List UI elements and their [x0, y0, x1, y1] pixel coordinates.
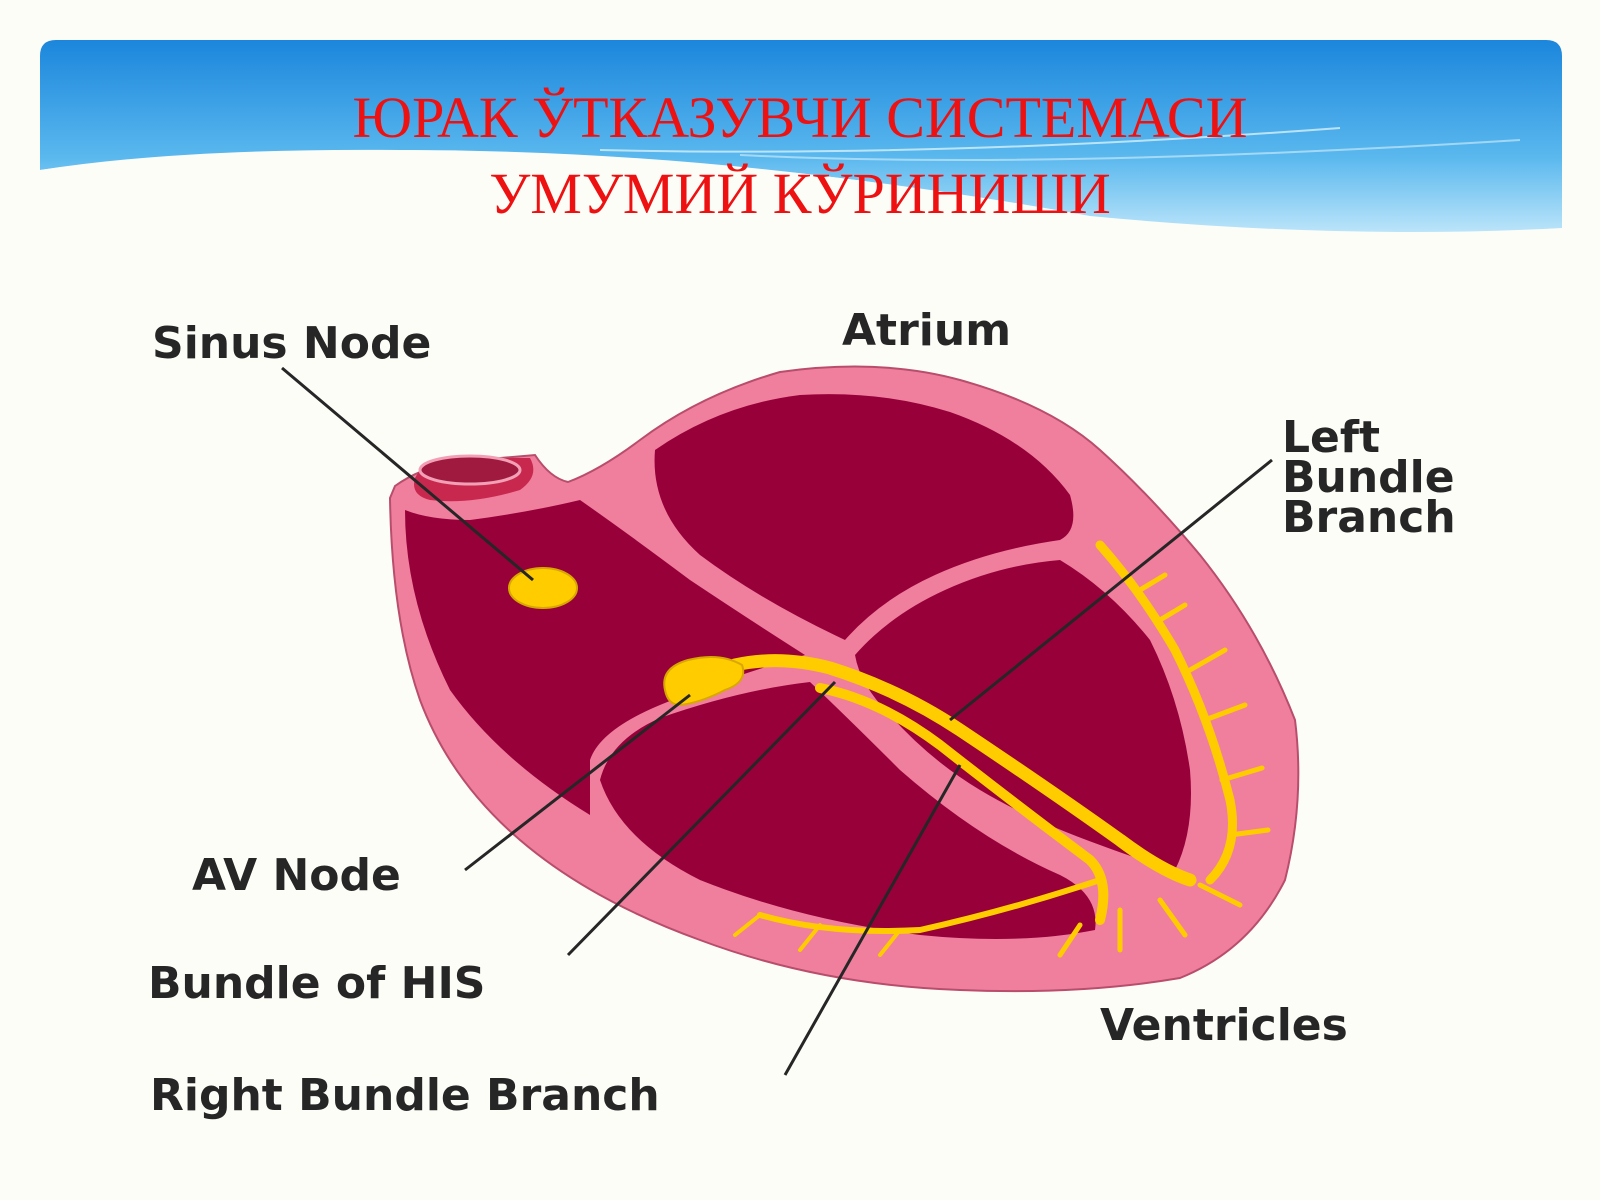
banner-sky — [40, 40, 1562, 236]
label-atrium: Atrium — [842, 305, 1011, 356]
leader-right-bundle-branch — [783, 764, 962, 1076]
sinus-node — [508, 567, 578, 609]
label-sinus-node: Sinus Node — [152, 318, 431, 369]
slide-title: ЮРАК ЎТКАЗУВЧИ СИСТЕМАСИ УМУМИЙ КЎРИНИШИ — [0, 80, 1600, 232]
leader-sinus-node — [281, 366, 534, 582]
left-atrium-chamber — [654, 394, 1074, 640]
banner-wave — [40, 149, 1562, 240]
leader-av-node — [464, 693, 691, 872]
right-ventricle-chamber — [600, 682, 1096, 939]
label-bundle-of-his: Bundle of HIS — [148, 958, 486, 1009]
header-banner — [40, 40, 1562, 240]
label-av-node: AV Node — [192, 850, 401, 901]
left-ventricle-chamber — [855, 560, 1191, 870]
label-ventricles: Ventricles — [1100, 1000, 1348, 1051]
leader-lines — [281, 366, 1273, 1076]
leader-bundle-of-his — [566, 680, 837, 957]
label-left-bundle-line-2: Bundle — [1282, 452, 1455, 503]
title-line-2: УМУМИЙ КЎРИНИШИ — [489, 161, 1111, 226]
leader-left-bundle-branch — [949, 458, 1273, 722]
label-right-bundle-branch: Right Bundle Branch — [150, 1070, 660, 1121]
right-atrium-chamber — [405, 500, 805, 815]
label-left-bundle-line-1: Left — [1282, 412, 1380, 463]
title-line-1: ЮРАК ЎТКАЗУВЧИ СИСТЕМАСИ — [352, 85, 1248, 150]
label-left-bundle-line-3: Branch — [1282, 492, 1456, 543]
conduction-system — [728, 540, 1271, 958]
